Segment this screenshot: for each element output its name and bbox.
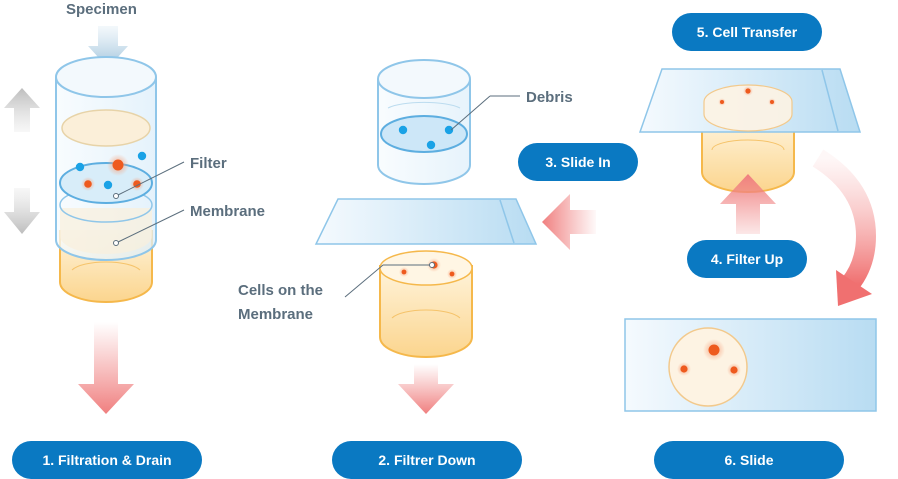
cells-leader — [344, 262, 435, 298]
column-2-orange-tube — [379, 250, 473, 358]
column-3-slide-top — [638, 68, 862, 133]
filter-leader — [113, 161, 185, 199]
up-arrow-gray — [4, 88, 40, 132]
cells-on-membrane-label: Cells on the Membrane — [238, 282, 324, 323]
step-5-pill: 5. Cell Transfer — [672, 13, 822, 51]
filter-up-arrow — [720, 174, 776, 234]
column-2-filter-tube — [377, 59, 471, 185]
transfer-curve-arrow — [812, 149, 877, 306]
step-6-pill: 6. Slide — [654, 441, 844, 479]
slide-in-arrow — [542, 194, 596, 250]
column-1-tube — [55, 56, 157, 303]
step-4-pill: 4. Filter Up — [687, 240, 807, 278]
specimen-label: Specimen — [66, 1, 137, 18]
column-2-slide — [314, 198, 538, 245]
drain-arrow — [78, 322, 134, 414]
step-2-pill: 2. Filtrer Down — [332, 441, 522, 479]
step-3-pill: 3. Slide In — [518, 143, 638, 181]
specimen-arrow — [88, 26, 128, 68]
step-1-pill: 1. Filtration & Drain — [12, 441, 202, 479]
debris-leader — [450, 95, 520, 131]
final-slide — [624, 318, 877, 412]
filter-down-arrow — [398, 364, 454, 414]
membrane-label: Membrane — [190, 203, 266, 220]
down-arrow-gray — [4, 188, 40, 234]
debris-label: Debris — [526, 89, 573, 106]
membrane-leader — [113, 209, 185, 246]
filter-label: Filter — [190, 155, 227, 172]
